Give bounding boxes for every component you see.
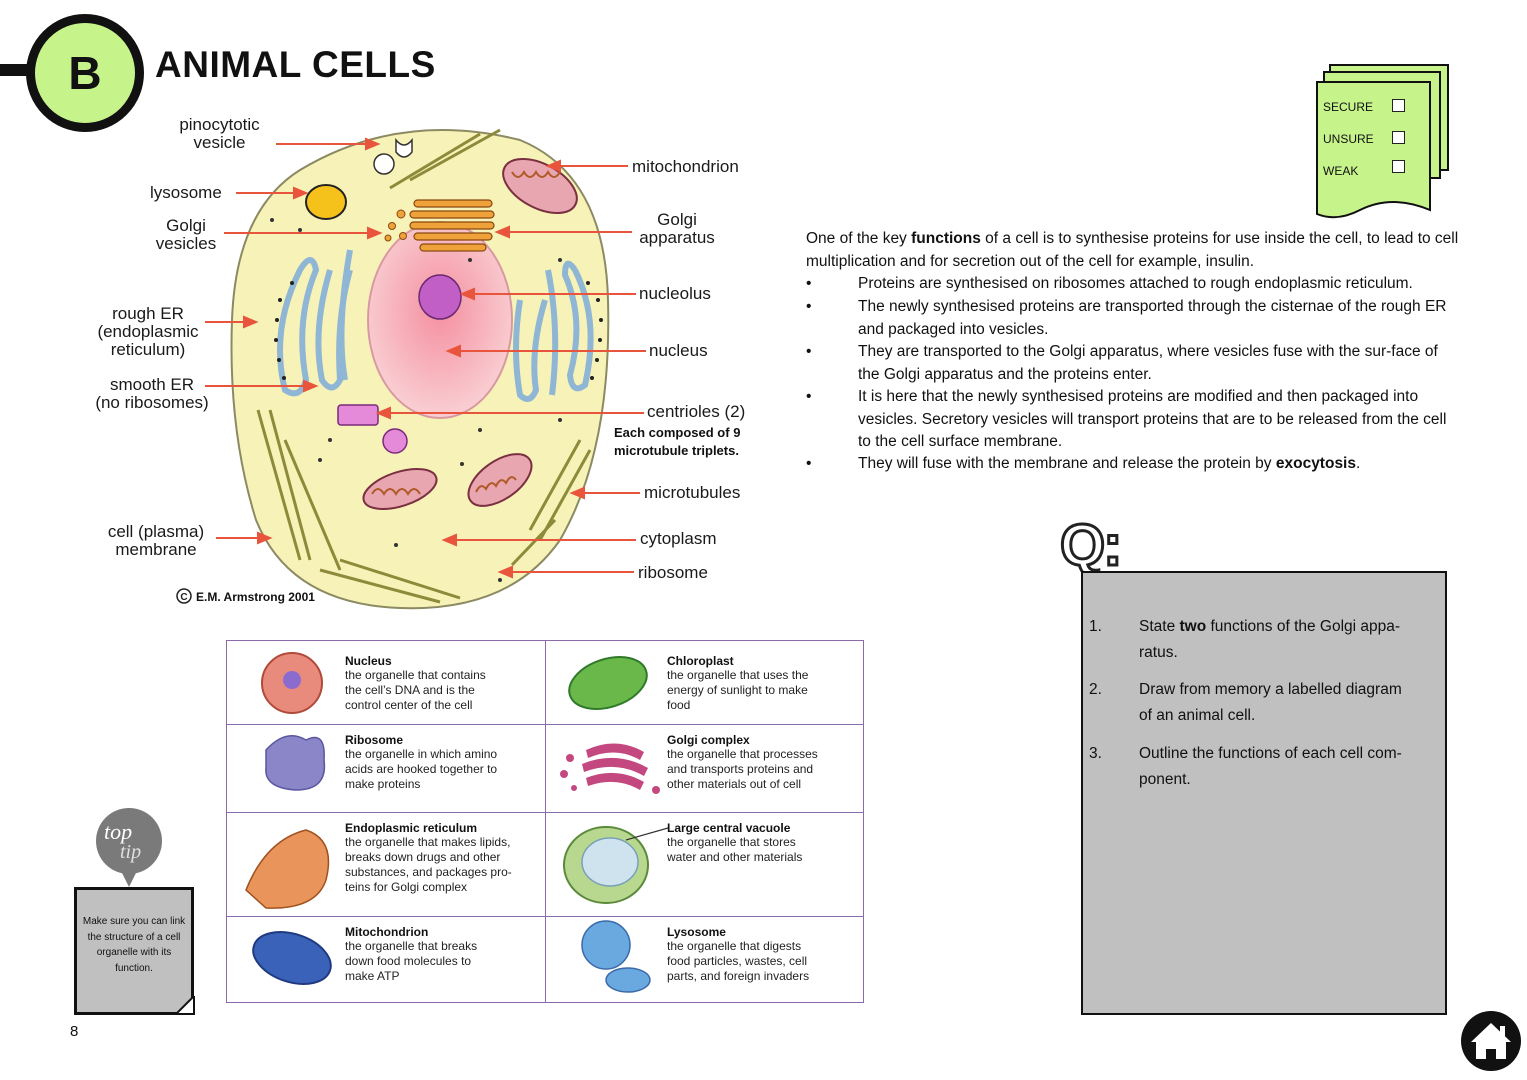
unsure-checkbox[interactable] (1392, 131, 1405, 144)
question-text: Outline the functions of each cell com- … (1139, 745, 1402, 788)
question-text: Draw from memory a labelled diagram of a… (1139, 681, 1402, 724)
question-number: 1. (1089, 618, 1102, 635)
organelle-description: the organelle that makes lipids, breaks … (345, 835, 512, 894)
label-pinocytotic-vesicle: pinocytotic vesicle (179, 115, 260, 152)
chloroplast-icon (568, 656, 648, 710)
top-tip-word-tip: tip (120, 841, 142, 863)
nucleolus (418, 274, 462, 320)
home-icon (1471, 1023, 1511, 1059)
label-cell-membrane: cell (plasma) membrane (107, 522, 205, 559)
mitochondria (362, 157, 578, 510)
intro-paragraph: One of the key functions of a cell is to… (806, 230, 1459, 270)
organelle-name: Endoplasmic reticulum (345, 821, 478, 835)
page-curl-icon (176, 996, 195, 1015)
questions-heading: Q: (1058, 512, 1123, 579)
golgi-complex-icon (560, 743, 660, 794)
question-number: 2. (1089, 681, 1102, 698)
mitochondrion-icon (252, 931, 332, 985)
questions-box (1081, 571, 1447, 1015)
organelle-name: Chloroplast (667, 654, 734, 668)
label-nucleolus: nucleolus (639, 284, 711, 303)
organelle-description: the organelle that stores water and othe… (667, 835, 803, 864)
confidence-checklist (1316, 64, 1449, 219)
ribosome-icon (265, 735, 326, 791)
question-number: 3. (1089, 745, 1102, 762)
label-nucleus: nucleus (649, 341, 708, 360)
label-golgi-vesicles: Golgi vesicles (155, 216, 217, 253)
bullet-item: •The newly synthesised proteins are tran… (806, 298, 1447, 338)
weak-checkbox[interactable] (1392, 160, 1405, 173)
label-microtubules: microtubules (644, 483, 741, 502)
bullet-item: •They will fuse with the membrane and re… (806, 455, 1361, 472)
top-tip-text: Make sure you can link the structure of … (82, 916, 186, 974)
label-mitochondrion: mitochondrion (632, 157, 739, 176)
endoplasmic-reticulum-icon (245, 829, 330, 909)
organelle-illustrations (245, 652, 669, 993)
organelle-name: Nucleus (345, 654, 392, 668)
nucleus-icon (261, 652, 323, 714)
page-number: 8 (70, 1023, 79, 1040)
top-tip-word-top: top (104, 819, 133, 844)
label-rough-er: rough ER (endoplasmic reticulum) (97, 304, 199, 359)
secure-checkbox[interactable] (1392, 99, 1405, 112)
label-smooth-er: smooth ER (no ribosomes) (95, 375, 209, 412)
label-centrioles: centrioles (2) (647, 402, 746, 421)
microtubules (256, 128, 592, 604)
large-central-vacuole-icon (563, 826, 669, 904)
label-golgi-apparatus: Golgi apparatus (639, 210, 715, 247)
label-cytoplasm: cytoplasm (640, 529, 717, 548)
top-tip-bubble-icon (96, 808, 162, 887)
organelle-table (226, 640, 864, 1003)
organelle-name: Lysosome (667, 925, 726, 939)
organelle-name: Ribosome (345, 733, 404, 747)
svg-text:C: C (180, 592, 187, 603)
top-tip-box (74, 887, 194, 1015)
label-arrows (205, 137, 646, 579)
section-badge: B (26, 14, 144, 132)
organelle-name: Large central vacuole (667, 821, 791, 835)
organelle-description: the organelle that contains the cell’s D… (345, 668, 486, 712)
label-lysosome: lysosome (150, 183, 222, 202)
organelle-name: Mitochondrion (345, 925, 429, 939)
question-text: State two functions of the Golgi appa- r… (1139, 618, 1401, 661)
organelle-description: the organelle that breaks down food mole… (345, 939, 478, 983)
organelle-description: the organelle in which amino acids are h… (345, 747, 498, 791)
centrioles (337, 404, 408, 454)
organelle-name: Golgi complex (667, 733, 750, 747)
organelle-description: the organelle that uses the energy of su… (667, 668, 809, 712)
label-centrioles-note: Each composed of 9 microtubule triplets. (614, 425, 741, 458)
bullet-item: •They are transported to the Golgi appar… (806, 343, 1438, 383)
animal-cell-diagram: C (176, 128, 646, 610)
smooth-er (315, 249, 559, 402)
bullet-item: •It is here that the newly synthesised p… (806, 388, 1447, 450)
copyright-icon (176, 588, 192, 604)
bullet-item: •Proteins are synthesised on ribosomes a… (806, 275, 1413, 292)
rough-er (277, 257, 594, 397)
golgi-apparatus (409, 199, 495, 252)
checklist-secure-label: SECURE (1323, 100, 1374, 114)
checklist-unsure-label: UNSURE (1323, 132, 1374, 146)
organelle-description: the organelle that processes and transpo… (667, 747, 818, 791)
organelle-description: the organelle that digests food particle… (667, 939, 810, 983)
lysosome (305, 184, 347, 220)
label-ribosome: ribosome (638, 563, 708, 582)
home-button[interactable] (1461, 1011, 1521, 1071)
copyright-text: E.M. Armstrong 2001 (196, 590, 315, 604)
checklist-weak-label: WEAK (1323, 164, 1359, 178)
page-title: ANIMAL CELLS (155, 44, 436, 85)
lysosome-icon (581, 920, 651, 993)
